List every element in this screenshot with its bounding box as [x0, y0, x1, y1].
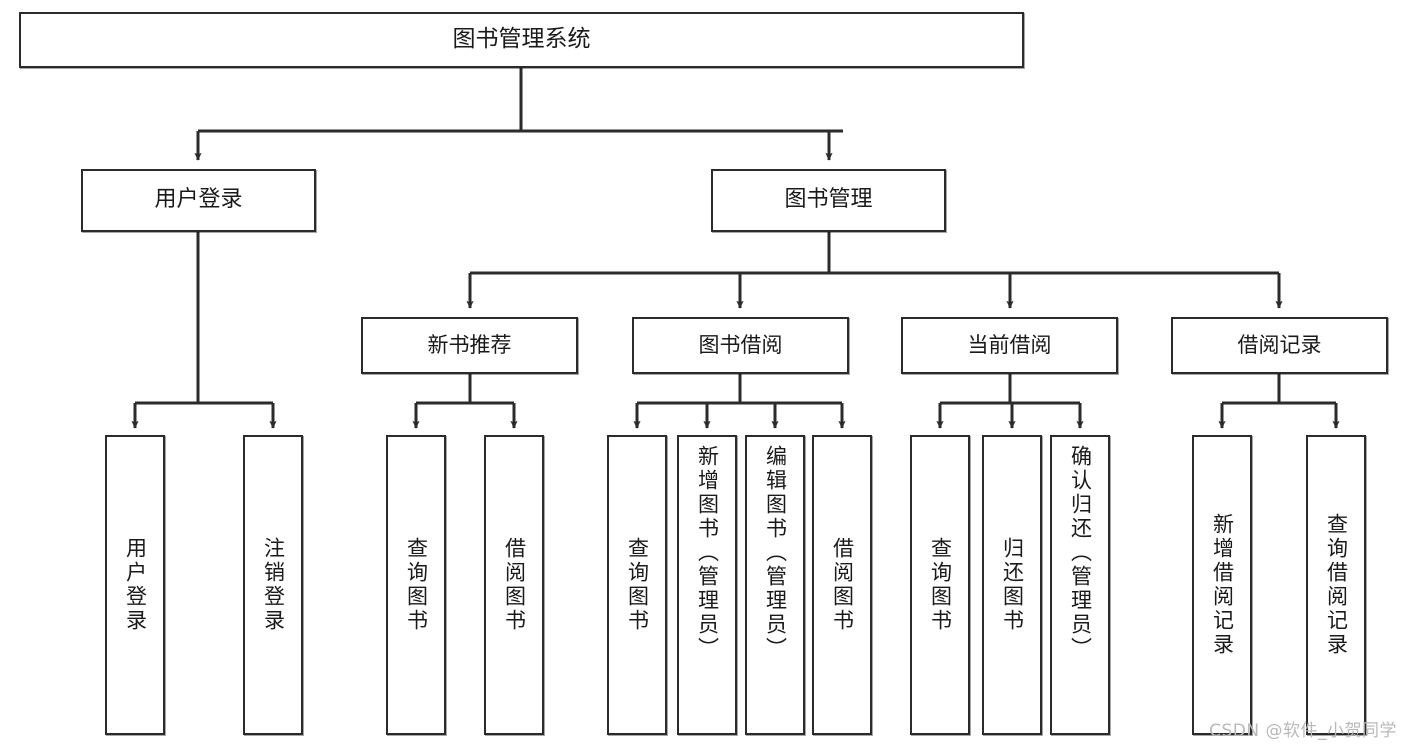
- node-borrow-record[interactable]: 借阅记录: [1171, 317, 1388, 374]
- node-root[interactable]: 图书管理系统: [19, 12, 1024, 68]
- node-leaf-user-login[interactable]: 用户登录: [105, 435, 165, 735]
- node-leaf-edit-book[interactable]: 编辑图书（管理员）: [745, 435, 805, 735]
- node-current-borrow[interactable]: 当前借阅: [901, 317, 1118, 374]
- node-leaf-borrow-book-1-label: 借阅图书: [502, 537, 527, 633]
- node-leaf-edit-book-label: 编辑图书（管理员）: [763, 445, 788, 661]
- node-leaf-confirm-return-label: 确认归还（管理员）: [1068, 445, 1093, 661]
- node-leaf-return-book[interactable]: 归还图书: [982, 435, 1042, 735]
- node-leaf-query-book-2[interactable]: 查询图书: [607, 435, 667, 735]
- node-leaf-add-book-label: 新增图书（管理员）: [695, 445, 720, 661]
- node-leaf-logout[interactable]: 注销登录: [243, 435, 303, 735]
- watermark: CSDN @软件_小贺同学: [1209, 721, 1397, 741]
- node-book-manage[interactable]: 图书管理: [711, 169, 946, 232]
- node-leaf-query-book-3-label: 查询图书: [928, 537, 953, 633]
- node-root-label: 图书管理系统: [452, 26, 591, 53]
- node-leaf-logout-label: 注销登录: [261, 537, 286, 633]
- node-user-login-label: 用户登录: [154, 187, 243, 213]
- node-book-borrow[interactable]: 图书借阅: [632, 317, 849, 374]
- node-leaf-query-book-2-label: 查询图书: [625, 537, 650, 633]
- node-new-book-rec-label: 新书推荐: [427, 332, 512, 357]
- node-leaf-borrow-book-1[interactable]: 借阅图书: [484, 435, 544, 735]
- node-leaf-return-book-label: 归还图书: [1000, 537, 1025, 633]
- node-new-book-rec[interactable]: 新书推荐: [361, 317, 578, 374]
- node-current-borrow-label: 当前借阅: [967, 332, 1052, 357]
- node-book-manage-label: 图书管理: [784, 187, 873, 213]
- node-leaf-query-record[interactable]: 查询借阅记录: [1306, 435, 1366, 735]
- node-leaf-query-record-label: 查询借阅记录: [1324, 513, 1349, 657]
- node-leaf-add-record[interactable]: 新增借阅记录: [1192, 435, 1252, 735]
- node-leaf-borrow-book-2[interactable]: 借阅图书: [812, 435, 872, 735]
- node-leaf-confirm-return[interactable]: 确认归还（管理员）: [1050, 435, 1110, 735]
- node-leaf-query-book-1-label: 查询图书: [404, 537, 429, 633]
- node-leaf-query-book-3[interactable]: 查询图书: [910, 435, 970, 735]
- node-user-login[interactable]: 用户登录: [81, 169, 316, 232]
- node-leaf-add-record-label: 新增借阅记录: [1210, 513, 1235, 657]
- node-borrow-record-label: 借阅记录: [1237, 332, 1322, 357]
- node-leaf-user-login-label: 用户登录: [123, 537, 148, 633]
- node-book-borrow-label: 图书借阅: [698, 332, 783, 357]
- node-leaf-add-book[interactable]: 新增图书（管理员）: [677, 435, 737, 735]
- node-leaf-query-book-1[interactable]: 查询图书: [386, 435, 446, 735]
- node-leaf-borrow-book-2-label: 借阅图书: [830, 537, 855, 633]
